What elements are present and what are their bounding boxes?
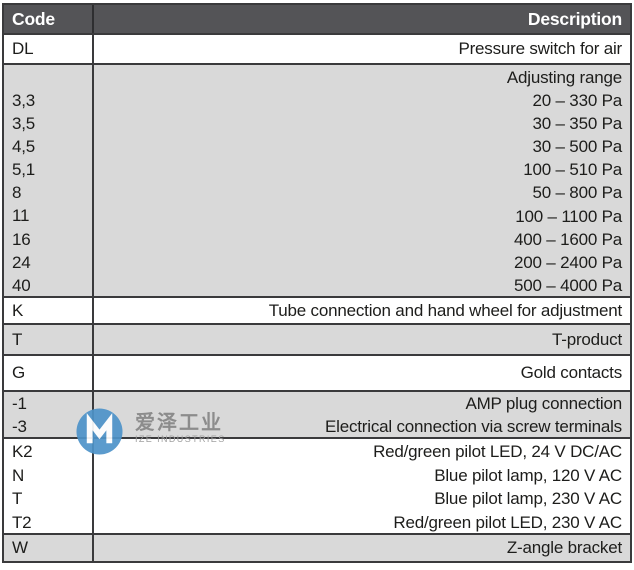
range-value: 30 – 350 Pa xyxy=(532,114,623,134)
header-code-cell: Code xyxy=(4,5,94,33)
pilot-code: N xyxy=(12,465,25,485)
description-cell: T-product xyxy=(551,329,622,349)
pilot-code: K2 xyxy=(12,442,33,461)
table-row-dl: DL Pressure switch for air xyxy=(4,35,630,65)
range-title: Adjusting range xyxy=(506,68,622,87)
range-code: 4,5 xyxy=(12,137,36,157)
range-code: 3,5 xyxy=(12,114,36,134)
connection-description: Electrical connection via screw terminal… xyxy=(325,416,622,436)
code-cell: G xyxy=(4,356,94,390)
pilot-code-list: K2 N T T2 xyxy=(4,439,94,533)
pilot-code: T2 xyxy=(12,512,32,532)
code-cell: T xyxy=(4,325,94,354)
header-description-cell: Description xyxy=(527,8,622,29)
description-cell: Tube connection and hand wheel for adjus… xyxy=(268,300,622,320)
range-description-list: Adjusting range 20 – 330 Pa 30 – 350 Pa … xyxy=(94,65,630,296)
table-row-k: K Tube connection and hand wheel for adj… xyxy=(4,298,630,325)
pilot-description: Blue pilot lamp, 230 V AC xyxy=(434,489,622,508)
range-code: 40 xyxy=(12,275,31,295)
range-code: 5,1 xyxy=(12,160,36,180)
description-cell: Z-angle bracket xyxy=(506,538,622,557)
code-cell: K xyxy=(4,298,94,323)
table-header-row: Code Description xyxy=(4,5,630,35)
connection-description-list: AMP plug connection Electrical connectio… xyxy=(94,392,630,437)
range-value: 50 – 800 Pa xyxy=(532,183,623,203)
table-row-t: T T-product xyxy=(4,325,630,356)
table-row-w: W Z-angle bracket xyxy=(4,535,630,561)
table-row-adjusting-range: 3,3 3,5 4,5 5,1 8 11 16 24 40 Adjusting … xyxy=(4,65,630,298)
pilot-description-list: Red/green pilot LED, 24 V DC/AC Blue pil… xyxy=(94,439,630,533)
range-value: 400 – 1600 Pa xyxy=(514,229,622,249)
description-cell: Gold contacts xyxy=(520,363,623,382)
range-code: 8 xyxy=(12,183,22,203)
range-code: 24 xyxy=(12,252,31,272)
range-code: 16 xyxy=(12,229,31,249)
connection-code: -3 xyxy=(12,416,27,436)
range-code: 11 xyxy=(12,206,30,226)
pilot-description: Red/green pilot LED, 24 V DC/AC xyxy=(373,442,622,461)
range-value: 100 – 1100 Pa xyxy=(515,206,622,226)
code-cell: DL xyxy=(4,35,94,63)
pilot-description: Red/green pilot LED, 230 V AC xyxy=(393,512,622,532)
connection-code-list: -1 -3 xyxy=(4,392,94,437)
connection-description: AMP plug connection xyxy=(465,394,622,413)
range-value: 100 – 510 Pa xyxy=(523,160,622,180)
description-cell: Pressure switch for air xyxy=(458,39,622,58)
table-row-pilot-lamps: K2 N T T2 Red/green pilot LED, 24 V DC/A… xyxy=(4,439,630,535)
range-value: 500 – 4000 Pa xyxy=(514,275,622,295)
product-code-table: Code Description DL Pressure switch for … xyxy=(2,3,632,563)
pilot-description: Blue pilot lamp, 120 V AC xyxy=(434,465,622,485)
table-row-g: G Gold contacts xyxy=(4,356,630,392)
range-value: 20 – 330 Pa xyxy=(532,91,623,111)
code-cell: W xyxy=(4,535,94,561)
range-value: 200 – 2400 Pa xyxy=(514,252,622,272)
table-row-connection: -1 -3 AMP plug connection Electrical con… xyxy=(4,392,630,439)
range-code-list: 3,3 3,5 4,5 5,1 8 11 16 24 40 xyxy=(4,65,94,296)
range-code: 3,3 xyxy=(12,91,36,110)
pilot-code: T xyxy=(12,489,23,508)
range-value: 30 – 500 Pa xyxy=(532,137,623,157)
connection-code: -1 xyxy=(12,394,27,413)
